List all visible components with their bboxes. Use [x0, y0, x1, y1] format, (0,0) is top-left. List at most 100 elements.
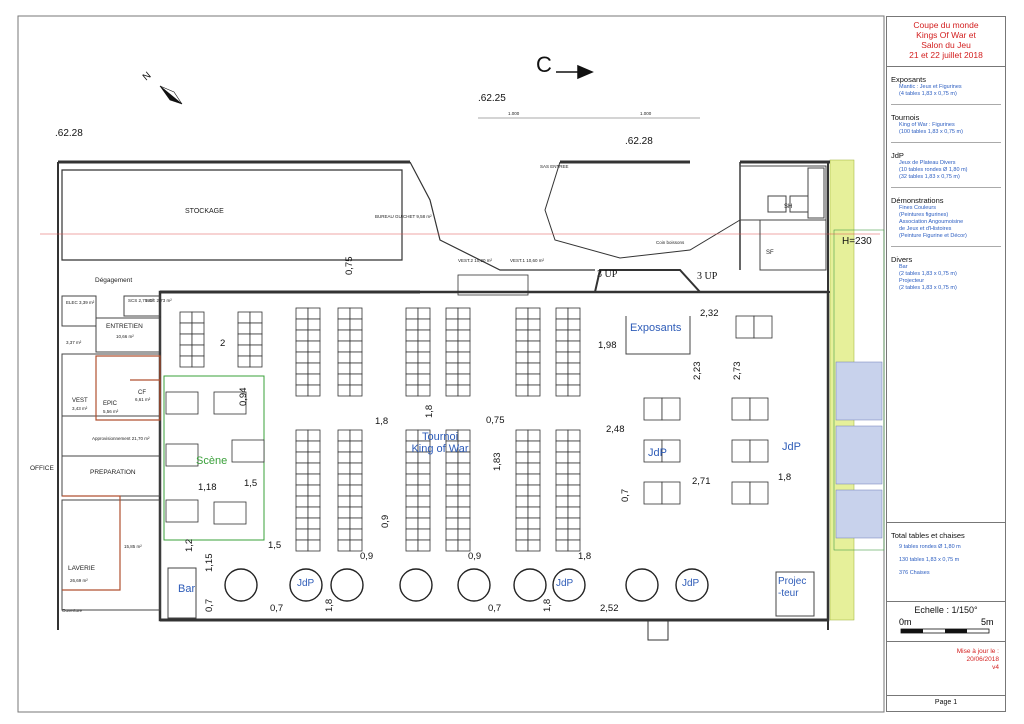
rect-table [191, 311, 205, 324]
rect-table [307, 373, 321, 386]
rect-table [405, 362, 419, 375]
dimension-label: 2,52 [600, 603, 619, 614]
rect-table [349, 373, 363, 386]
zone-up-2: 3 UP [697, 271, 718, 282]
room-office: OFFICE [30, 465, 54, 472]
rect-table [295, 539, 309, 552]
legend-panel: Coupe du monde Kings Of War et Salon du … [886, 16, 1006, 712]
legend-section-item: (10 tables rondes Ø 1,80 m) [899, 167, 968, 173]
rect-table [417, 495, 431, 508]
rect-table [445, 351, 459, 364]
projecteur-stand [775, 571, 815, 617]
rect-table [555, 506, 569, 519]
room-laverie-area: 26,69 m² [70, 578, 88, 583]
dimension-label: 1,2 [184, 539, 195, 552]
dimension-lines-layer: 20,941,51,181,51,21,150,70,91,81,80,751,… [184, 257, 791, 615]
rect-table [515, 473, 529, 486]
zone-scene: Scène [196, 455, 227, 467]
rect-table [445, 329, 459, 342]
dimension-label: 0,7 [620, 489, 631, 502]
rect-table [457, 495, 471, 508]
rect-table [417, 340, 431, 353]
jdp-table [643, 481, 663, 505]
sanitary-rooms [739, 165, 827, 271]
rect-table [417, 517, 431, 530]
jdp-table [661, 397, 681, 421]
scale-label: Echelle : 1/150° [914, 605, 978, 615]
rect-table [295, 362, 309, 375]
dimension-label: 1,8 [578, 551, 591, 562]
rect-table [405, 528, 419, 541]
rect-table [527, 384, 541, 397]
rect-table [191, 344, 205, 357]
rect-table [567, 517, 581, 530]
round-table [625, 568, 659, 602]
rect-table [445, 307, 459, 320]
legend-section-item: (Peintures figurines) [899, 212, 949, 218]
north-arrow: N [141, 70, 183, 105]
legend-section-heading: Exposants [891, 75, 927, 84]
rect-table [527, 517, 541, 530]
rect-table [179, 355, 193, 368]
rect-table [457, 329, 471, 342]
zone-tournoi-line2: King of War [411, 443, 468, 455]
rect-table [527, 473, 541, 486]
room-preparation: PREPARATION [90, 469, 136, 476]
rect-table [445, 373, 459, 386]
rect-table [179, 333, 193, 346]
round-table [675, 568, 709, 602]
dimension-label: 1,8 [542, 599, 553, 612]
rect-table [417, 329, 431, 342]
rect-table [515, 517, 529, 530]
rect-table [417, 539, 431, 552]
legend-section-item: Jeux de Plateau Divers [899, 160, 956, 166]
round-table [552, 568, 586, 602]
rect-table [417, 462, 431, 475]
rect-table [527, 351, 541, 364]
rect-table [417, 307, 431, 320]
rect-table [307, 307, 321, 320]
rect-table [191, 355, 205, 368]
room-sf: SF [766, 250, 774, 256]
rect-table [337, 462, 351, 475]
rect-table [307, 495, 321, 508]
rect-table [349, 484, 363, 497]
rect-table [295, 517, 309, 530]
jdp-table [731, 481, 751, 505]
rect-table [527, 307, 541, 320]
legend-section-heading: Divers [891, 255, 913, 264]
rect-table [527, 329, 541, 342]
terrace-zone [833, 229, 885, 551]
dimension-label: 1,18 [198, 482, 217, 493]
dimension-label: 1,8 [778, 472, 791, 483]
rect-table [515, 340, 529, 353]
rect-table [555, 484, 569, 497]
zone-bar: Bar [178, 583, 195, 595]
rect-table [295, 462, 309, 475]
rect-table [417, 351, 431, 364]
rect-table [527, 340, 541, 353]
height-marker: H=230 [842, 236, 872, 247]
rect-table [527, 506, 541, 519]
rect-table [307, 473, 321, 486]
zone-jdp-4: JdP [556, 578, 574, 589]
rect-table [567, 462, 581, 475]
section-marker: C [536, 52, 552, 77]
dimension-label: 0,7 [488, 603, 501, 614]
dimension-label: 0,7 [270, 603, 283, 614]
room-cf: CF [138, 390, 146, 396]
rect-table [417, 373, 431, 386]
rect-table [567, 329, 581, 342]
rect-table [515, 484, 529, 497]
legend-section-item: (32 tables 1,83 x 0,75 m) [899, 174, 960, 180]
dimension-label: 1,5 [268, 540, 281, 551]
legend-section-heading: JdP [891, 151, 904, 160]
rect-table [527, 362, 541, 375]
rect-table [555, 473, 569, 486]
rect-table [179, 322, 193, 335]
legend-section-item: (4 tables 1,83 x 0,75 m) [899, 91, 957, 97]
rect-table [445, 362, 459, 375]
dimension-label: 1,15 [204, 554, 215, 573]
legend-section-item: Bar [899, 264, 908, 270]
